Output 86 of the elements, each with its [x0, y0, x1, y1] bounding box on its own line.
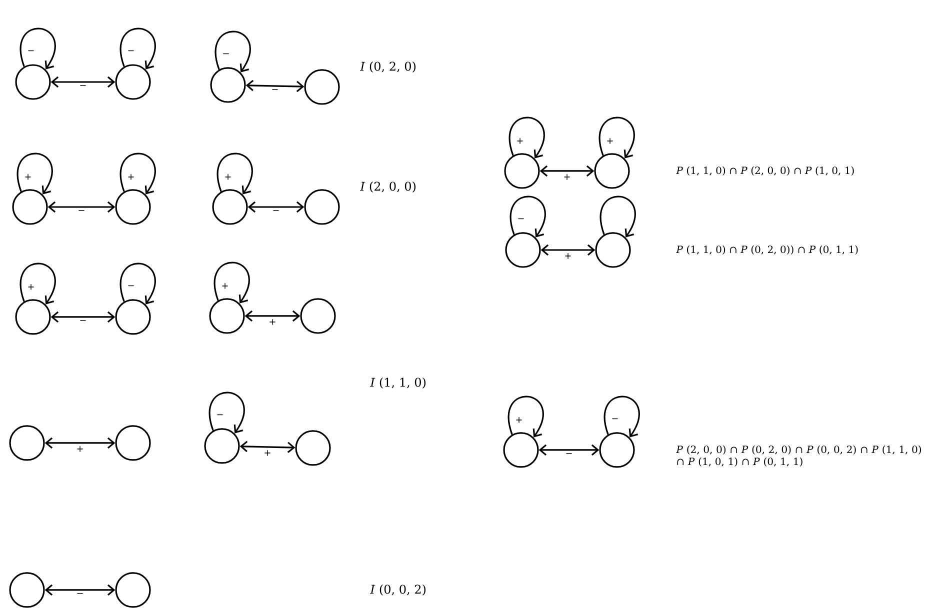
edge-label: − [80, 320, 86, 321]
state-circle [209, 298, 245, 334]
edge-label: − [273, 210, 279, 211]
state-circle [15, 299, 51, 335]
state-circle [204, 428, 240, 464]
self-loop-arrow [120, 28, 156, 70]
double-arrow [44, 437, 116, 449]
edge-label: − [128, 50, 134, 52]
double-arrow [50, 311, 116, 323]
edge-label: − [217, 414, 223, 416]
edge-label: − [223, 53, 229, 54]
edge-label: − [518, 218, 524, 220]
state-circle [503, 432, 539, 468]
state-circle [9, 572, 45, 608]
formula-label: I (1, 1, 0) [370, 378, 426, 388]
state-circle [595, 232, 631, 268]
self-loop-arrow [120, 262, 156, 304]
double-arrow [540, 165, 594, 177]
state-circle [599, 432, 635, 468]
edge-label: + [564, 174, 570, 180]
edge-label: + [264, 450, 270, 456]
formula-label: I (0, 2, 0) [360, 62, 416, 72]
edge-label: − [128, 285, 134, 286]
state-circle [304, 69, 340, 105]
formula-label: P (1, 1, 0) ∩ P (2, 0, 0) ∩ P (1, 0, 1) [676, 166, 854, 176]
formula-label: P (1, 1, 0) ∩ P (0, 2, 0)) ∩ P (0, 1, 1) [676, 245, 858, 255]
state-circle [504, 153, 540, 189]
edge-label: − [80, 85, 86, 86]
state-circle [505, 232, 541, 268]
edge-label: + [225, 174, 231, 180]
state-circle [210, 67, 246, 103]
double-arrow [246, 80, 304, 92]
edge-label: − [566, 453, 572, 454]
self-loop-arrow [209, 392, 245, 434]
double-arrow [244, 310, 300, 322]
edge-label: + [270, 319, 276, 325]
double-arrow [48, 201, 116, 213]
state-circle [594, 153, 630, 189]
double-arrow [44, 584, 116, 596]
edge-label: − [77, 593, 83, 594]
double-arrow [248, 201, 304, 213]
self-loop-arrow [604, 396, 640, 438]
edge-label: + [77, 446, 83, 452]
self-loop-arrow [214, 262, 250, 304]
state-circle [115, 299, 151, 335]
double-arrow [538, 444, 600, 456]
state-circle [212, 189, 248, 225]
edge-label: − [28, 50, 34, 52]
self-loop-arrow [215, 30, 251, 72]
formula-label: I (2, 0, 0) [360, 182, 416, 192]
self-loop-arrow [508, 396, 544, 438]
edge-label: + [565, 253, 571, 259]
formula-label: P (2, 0, 0) ∩ P (0, 2, 0) ∩ P (0, 0, 2) ∩ P (1, 1, 0) ∩ P (1, 0, 1) ∩ P (0, 1, 1) [676, 445, 921, 467]
edge-label: + [607, 138, 613, 144]
self-loop-arrow [509, 116, 545, 158]
edge-label: + [25, 174, 31, 180]
edge-label: + [222, 283, 228, 289]
edge-label: − [272, 89, 278, 90]
self-loop-arrow [120, 152, 156, 194]
formula-label: I (0, 0, 2) [370, 584, 426, 596]
edge-label: + [517, 138, 523, 144]
edge-label: − [78, 210, 84, 211]
edge-label: + [128, 174, 134, 180]
self-loop-arrow [599, 116, 635, 158]
state-circle [15, 64, 51, 100]
edge-label: − [612, 418, 618, 420]
state-circle [115, 189, 151, 225]
self-loop-arrow [20, 262, 56, 304]
state-circle [9, 425, 45, 461]
self-loop-arrow [20, 28, 56, 70]
double-arrow [240, 440, 296, 454]
state-circle [300, 298, 336, 334]
self-loop-arrow [600, 196, 636, 238]
state-circle [12, 189, 48, 225]
state-circle [295, 430, 331, 466]
self-loop-arrow [510, 196, 546, 238]
state-circle [115, 425, 151, 461]
state-circle [304, 189, 340, 225]
double-arrow [50, 76, 116, 88]
state-circle [115, 64, 151, 100]
edge-label: + [516, 417, 522, 423]
state-circle [115, 572, 151, 608]
double-arrow [540, 244, 596, 256]
self-loop-arrow [17, 152, 53, 194]
self-loop-arrow [217, 152, 253, 194]
edge-label: + [28, 284, 34, 290]
